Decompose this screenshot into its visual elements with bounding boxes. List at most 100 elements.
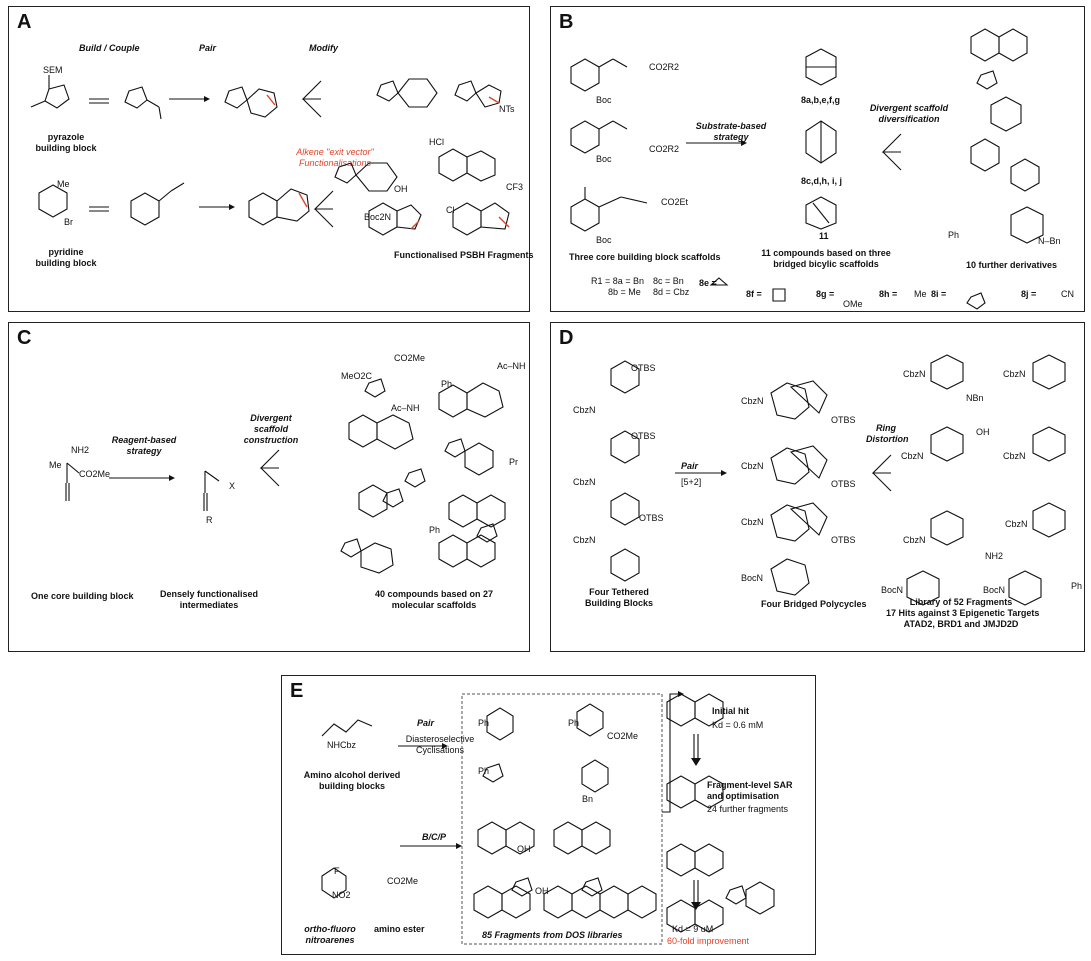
ph-group: Ph <box>948 230 960 240</box>
divergent-diversification-label: Divergent scaffold diversification <box>869 103 949 124</box>
further-fragments-label: 24 further fragments <box>707 804 789 814</box>
legend-8e: 8e = <box>699 278 717 288</box>
sem-group: SEM <box>43 65 63 75</box>
pyridine-label: pyridine building block <box>35 247 97 268</box>
panel-e: E Pair Diasteroselective Cyclisations Am… <box>281 675 816 955</box>
nh2-group: NH2 <box>71 445 90 455</box>
ph-group-3: Ph <box>568 718 580 728</box>
cbzn-7: CbzN <box>903 369 926 379</box>
header-modify: Modify <box>309 43 338 53</box>
panel-label: A <box>17 11 32 33</box>
header-pair: Pair <box>199 43 217 53</box>
cbzn-1: CbzN <box>573 405 596 415</box>
oh-group: OH <box>976 427 990 437</box>
legend-8c: 8c = Bn <box>653 276 684 286</box>
otbs-3: OTBS <box>639 513 664 523</box>
me-group: Me <box>49 460 62 470</box>
panel-d-structures <box>610 354 1066 606</box>
oh-group-2: OH <box>535 886 549 896</box>
co2r-group-2: CO2R2 <box>649 144 680 154</box>
me-group: Me <box>914 289 927 299</box>
oh-group: OH <box>394 184 408 194</box>
otbs-6: OTBS <box>831 535 856 545</box>
ph-group: Ph <box>1071 581 1083 591</box>
co2r-group-1: CO2R2 <box>649 62 680 72</box>
cl-group: Cl <box>446 205 455 215</box>
psbh-fragments-label: Functionalised PSBH Fragments <box>394 250 534 260</box>
nbn-group: NBn <box>966 393 984 403</box>
compound-11: 11 <box>819 231 829 241</box>
cycloaddition-label: [5+2] <box>681 477 702 487</box>
co2me-group-1: CO2Me <box>387 876 419 886</box>
cbzn-8: CbzN <box>1003 369 1026 379</box>
bocn-3: BocN <box>983 585 1006 595</box>
pair-label: Pair <box>681 461 699 471</box>
cbzn-5: CbzN <box>741 461 764 471</box>
panel-c-structures <box>65 378 506 574</box>
f-group: F <box>334 866 340 876</box>
nh2-group: NH2 <box>985 551 1004 561</box>
panel-a: A Build / Couple Pair Modify SEM pyrazol… <box>8 6 534 312</box>
ts-group: NTs <box>499 104 515 114</box>
ph-group-1: Ph <box>441 379 453 389</box>
ph-group-2: Ph <box>429 525 441 535</box>
cbzn-11: CbzN <box>903 535 926 545</box>
core-scaffolds-label: Three core building block scaffolds <box>569 252 721 262</box>
tethered-label: Four Tethered Building Blocks <box>584 587 653 608</box>
aminoalcohol-label: Amino alcohol derived building blocks <box>303 770 401 791</box>
compounds-scaffolds-label: 40 compounds based on 27 molecular scaff… <box>374 589 494 610</box>
boc-group-3: Boc <box>596 235 612 245</box>
ph-group-2: Ph <box>478 766 490 776</box>
amino-ester-label: amino ester <box>374 924 425 934</box>
legend-8g: 8g = <box>816 289 835 299</box>
panel-label: C <box>17 327 32 349</box>
boc-group-1: Boc <box>596 95 612 105</box>
panel-c: C Reagent-based strategy Divergent scaff… <box>8 322 530 652</box>
pair-label: Pair <box>417 718 435 728</box>
substrate-strategy-label: Substrate-based strategy <box>695 121 767 142</box>
header-build-couple: Build / Couple <box>79 43 140 53</box>
co2me-group-2: CO2Me <box>394 353 426 363</box>
panel-label: D <box>559 327 574 349</box>
cbzn-10: CbzN <box>1003 451 1026 461</box>
initial-hit-label: Initial hit <box>712 706 749 716</box>
hits-label: 17 Hits against 3 Epigenetic Targets <box>886 608 1040 618</box>
cbzn-2: CbzN <box>573 477 596 487</box>
legend-8h: 8h = <box>879 289 898 299</box>
panel-b: B Substrate-based strategy Divergent sca… <box>550 6 1085 312</box>
bn-group: Bn <box>582 794 594 804</box>
no2-group: NO2 <box>332 890 351 900</box>
cf3-group: CF3 <box>506 182 524 192</box>
targets-label: ATAD2, BRD1 and JMJD2D <box>903 619 1019 629</box>
otbs-1: OTBS <box>631 363 656 373</box>
acnh-group-2: Ac–NH <box>391 403 420 413</box>
bocn-1: BocN <box>741 573 764 583</box>
divergent-construction-label: Divergent scaffold construction <box>243 413 299 445</box>
boc-group: Boc2N <box>364 212 392 222</box>
otbs-4: OTBS <box>831 415 856 425</box>
legend-8i: 8i = <box>931 289 947 299</box>
nhcbz-group: NHCbz <box>327 740 357 750</box>
otbs-2: OTBS <box>631 431 656 441</box>
fragments-label: 85 Fragments from DOS libraries <box>482 930 623 940</box>
ome-group: OMe <box>843 299 863 309</box>
co2me-group: CO2Me <box>79 469 111 479</box>
hcl-label: HCl <box>429 137 444 147</box>
cbzn-3: CbzN <box>573 535 596 545</box>
panel-e-structures <box>321 691 775 945</box>
pr-group: Pr <box>509 457 518 467</box>
co2me-group-2: CO2Me <box>607 731 639 741</box>
kd-optimised: Kd = 9 uM <box>672 924 714 934</box>
oh-group-1: OH <box>517 844 531 854</box>
ph-group-1: Ph <box>478 718 490 728</box>
panel-b-structures <box>570 28 1044 310</box>
compound-set-1: 8a,b,e,f,g <box>801 95 841 105</box>
fluoro-nitroarenes-label: ortho-fluoro nitroarenes <box>304 924 356 945</box>
library-label: Library of 52 Fragments <box>909 597 1013 607</box>
ring-distortion-label: Ring Distortion <box>866 423 909 444</box>
legend-8j: 8j = <box>1021 289 1037 299</box>
legend-8f: 8f = <box>746 289 762 299</box>
sar-label: Fragment-level SAR and optimisation <box>707 780 793 801</box>
cbzn-12: CbzN <box>1005 519 1028 529</box>
intermediates-label: Densely functionalised intermediates <box>159 589 259 610</box>
